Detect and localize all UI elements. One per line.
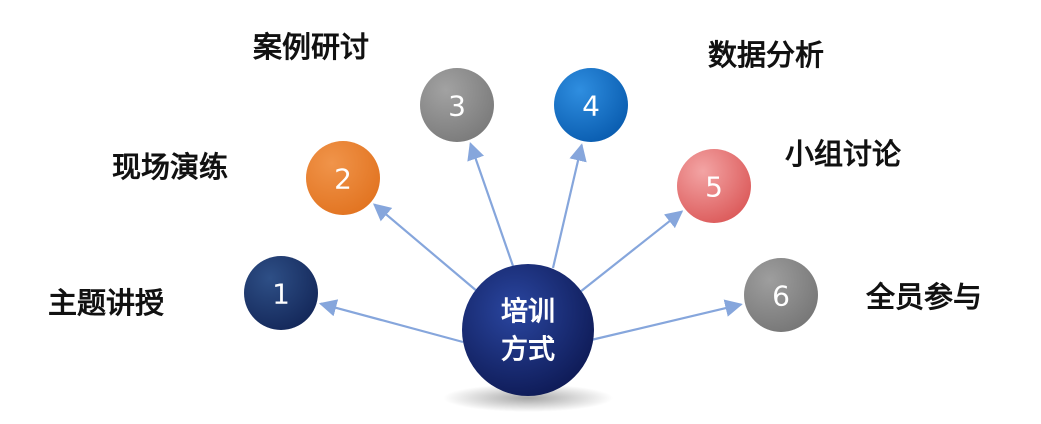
- method-node-5: 5 小组讨论: [677, 137, 902, 223]
- node-number-4: 4: [582, 90, 600, 123]
- arrow-to-node-5: [579, 210, 684, 293]
- node-label-4: 数据分析: [708, 38, 824, 72]
- node-label-3: 案例研讨: [253, 30, 369, 64]
- arrow-to-node-1: [318, 299, 464, 344]
- node-number-2: 2: [334, 163, 352, 196]
- arrow-to-node-4: [551, 143, 587, 269]
- node-label-6: 全员参与: [865, 280, 982, 314]
- node-label-5: 小组讨论: [785, 137, 902, 171]
- arrow-to-node-3: [467, 142, 515, 267]
- node-circle-6: [744, 258, 818, 332]
- arrow-to-node-6: [590, 299, 743, 342]
- node-number-1: 1: [272, 278, 290, 311]
- arrow-to-node-2: [372, 203, 479, 293]
- node-circle-2: [306, 141, 380, 215]
- center-title-line2: 方式: [501, 334, 555, 366]
- center-title-line1: 培训: [501, 297, 555, 328]
- connector-arrows: [318, 142, 743, 344]
- center-shadow: [443, 384, 613, 412]
- node-circle-5: [677, 149, 751, 223]
- node-number-5: 5: [705, 171, 723, 204]
- method-node-3: 3 案例研讨: [253, 30, 494, 142]
- center-node: 培训 方式: [462, 264, 594, 396]
- node-number-3: 3: [448, 90, 466, 123]
- center-circle: [462, 264, 594, 396]
- node-circle-1: [244, 256, 318, 330]
- method-nodes: 1 主题讲授 2 现场演练 3 案例研讨 4 数据分析 5 小组讨论 6 全员参与: [48, 30, 982, 332]
- method-node-1: 1 主题讲授: [48, 256, 318, 330]
- node-number-6: 6: [772, 280, 790, 313]
- node-label-2: 现场演练: [112, 150, 228, 184]
- node-circle-3: [420, 68, 494, 142]
- method-node-4: 4 数据分析: [554, 38, 824, 142]
- method-node-2: 2 现场演练: [112, 141, 380, 215]
- node-circle-4: [554, 68, 628, 142]
- method-node-6: 6 全员参与: [744, 258, 982, 332]
- node-label-1: 主题讲授: [48, 286, 164, 320]
